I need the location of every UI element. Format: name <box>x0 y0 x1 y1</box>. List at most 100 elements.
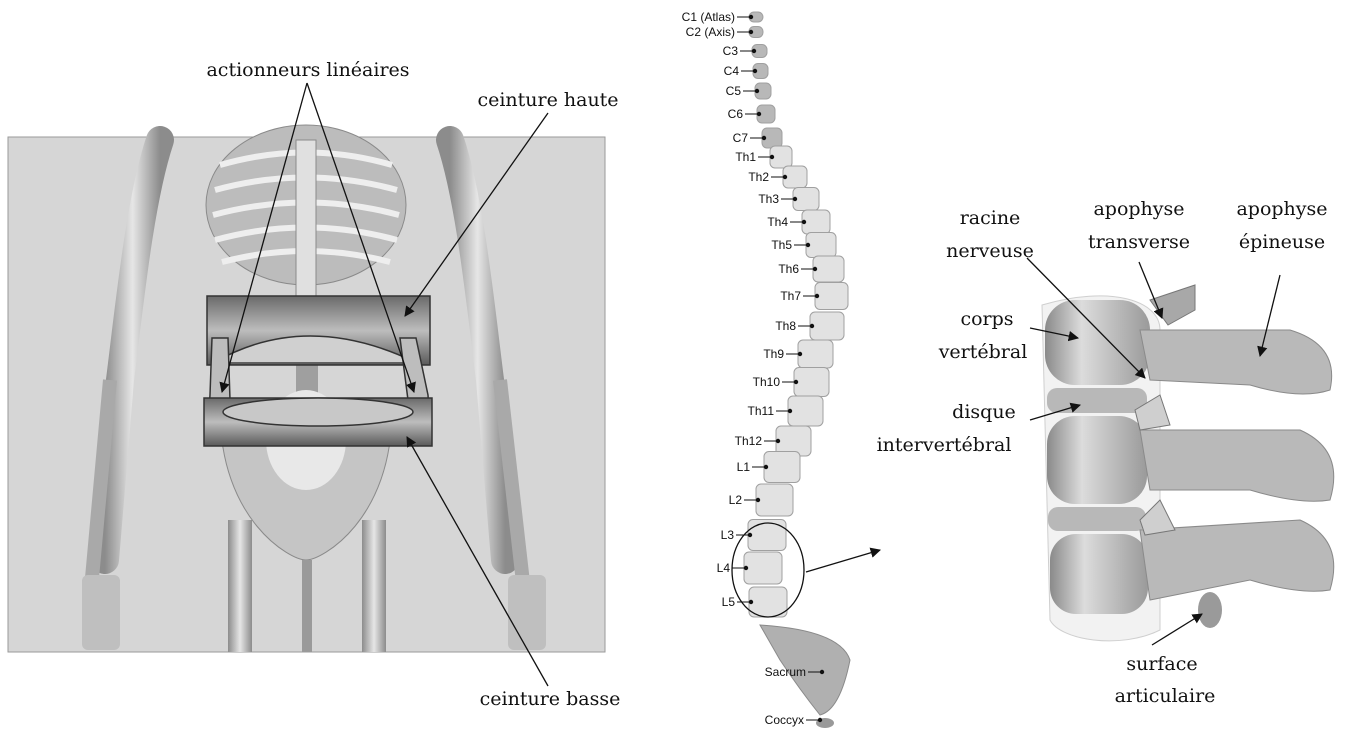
vertebra-label-th12: Th12 <box>735 434 763 448</box>
vertebra-pointer-dot <box>748 533 752 537</box>
vertebra-shape <box>788 396 823 426</box>
articular-surface <box>1198 592 1222 628</box>
vertebra-label-th2: Th2 <box>748 170 769 184</box>
vertebra-label-th5: Th5 <box>771 238 792 252</box>
vertebra-pointer-dot <box>820 670 824 674</box>
vertebra-pointer-dot <box>788 409 792 413</box>
vertebra-pointer-dot <box>802 220 806 224</box>
svg-text:corps: corps <box>960 308 1013 330</box>
vertebra-label-c7: C7 <box>733 131 749 145</box>
label-upper-belt: ceinture haute <box>477 89 618 111</box>
svg-text:disque: disque <box>952 401 1016 423</box>
vertebra-label-c3: C3 <box>723 44 739 58</box>
left-femur <box>228 520 252 652</box>
vertebral-body-top <box>1045 300 1150 385</box>
vertebra-label-th4: Th4 <box>767 215 788 229</box>
vertebra-pointer-dot <box>755 89 759 93</box>
vertebra-pointer-dot <box>752 49 756 53</box>
vertebra-shape <box>764 452 800 483</box>
vertebra-label-th10: Th10 <box>753 375 781 389</box>
spinous-process-top <box>1140 330 1332 394</box>
vertebra-label-th11: Th11 <box>748 404 775 418</box>
label-nerve-root: racine nerveuse <box>946 207 1034 262</box>
svg-text:vertébral: vertébral <box>938 341 1028 363</box>
vertebral-body-middle <box>1047 416 1147 504</box>
vertebra-label-l5: L5 <box>722 595 736 609</box>
left-hand <box>82 575 120 650</box>
vertebra-pointer-dot <box>749 30 753 34</box>
vertebra-pointer-dot <box>756 498 760 502</box>
vertebra-shape <box>806 233 836 258</box>
stand-pole <box>302 560 312 652</box>
vertebra-pointer-dot <box>749 600 753 604</box>
right-hand <box>508 575 546 650</box>
vertebra-label-c6: C6 <box>728 107 744 121</box>
vertebra-pointer-dot <box>783 175 787 179</box>
vertebra-shape <box>813 256 844 282</box>
label-actuators: actionneurs linéaires <box>206 59 409 81</box>
vertebra-pointer-dot <box>770 155 774 159</box>
svg-text:articulaire: articulaire <box>1115 685 1216 707</box>
vertebral-body-bottom <box>1050 534 1148 614</box>
vertebra-label-l1: L1 <box>737 460 751 474</box>
vertebra-shape <box>794 368 829 397</box>
vertebra-label-th3: Th3 <box>758 192 779 206</box>
svg-text:transverse: transverse <box>1088 231 1190 253</box>
vertebra-pointer-dot <box>757 112 761 116</box>
vertebra-pointer-dot <box>753 69 757 73</box>
label-articular-surface: surface articulaire <box>1115 653 1216 707</box>
svg-text:épineuse: épineuse <box>1239 231 1325 253</box>
svg-text:surface: surface <box>1126 653 1197 675</box>
vertebra-pointer-dot <box>764 465 768 469</box>
vertebra-pointer-dot <box>798 352 802 356</box>
svg-text:apophyse: apophyse <box>1093 198 1184 220</box>
spine-column <box>732 12 850 728</box>
vertebra-label-c5: C5 <box>726 84 742 98</box>
vertebra-shape <box>810 312 844 340</box>
vertebra-pointer-dot <box>794 380 798 384</box>
vertebra-detail-illustration <box>1042 285 1334 641</box>
disc-top <box>1047 388 1147 413</box>
vertebra-label-th6: Th6 <box>778 262 799 276</box>
vertebra-label-coccyx: Coccyx <box>765 713 804 727</box>
vertebra-label-c1: C1 (Atlas) <box>682 10 735 24</box>
vertebra-label-c2: C2 (Axis) <box>686 25 735 39</box>
vertebra-shape <box>815 283 848 310</box>
vertebra-label-th7: Th7 <box>780 289 801 303</box>
label-transverse-process: apophyse transverse <box>1088 198 1190 253</box>
pointer-to-detail <box>806 550 880 572</box>
vertebra-pointer-dot <box>793 197 797 201</box>
vertebra-pointer-dot <box>815 294 819 298</box>
disc-bottom <box>1048 507 1146 531</box>
vertebra-shape <box>798 340 833 368</box>
vertebra-pointer-dot <box>810 324 814 328</box>
svg-text:intervertébral: intervertébral <box>877 434 1012 456</box>
vertebra-pointer-dot <box>818 718 822 722</box>
vertebra-label-th9: Th9 <box>763 347 784 361</box>
vertebra-shape <box>744 552 782 584</box>
vertebra-label-th1: Th1 <box>735 150 756 164</box>
vertebra-shape <box>756 484 793 516</box>
svg-text:nerveuse: nerveuse <box>946 240 1034 262</box>
vertebra-label-l2: L2 <box>729 493 743 507</box>
vertebra-label-sacrum: Sacrum <box>765 665 806 679</box>
vertebra-pointer-dot <box>813 267 817 271</box>
spinous-process-middle <box>1140 430 1334 501</box>
vertebra-shape <box>802 210 830 234</box>
exoskeleton-illustration <box>8 125 605 652</box>
vertebra-label-l3: L3 <box>721 528 735 542</box>
vertebra-shape <box>748 520 786 551</box>
vertebra-label-c4: C4 <box>724 64 740 78</box>
right-femur <box>362 520 386 652</box>
vertebra-pointer-dot <box>806 243 810 247</box>
svg-text:racine: racine <box>960 207 1021 229</box>
spinous-process-bottom <box>1140 520 1334 600</box>
spine-labels: C1 (Atlas) C2 (Axis) C3 C4 C5 C6 C7 Th1 … <box>682 10 806 727</box>
vertebra-pointer-dot <box>776 439 780 443</box>
vertebra-shape <box>749 587 787 617</box>
vertebra-label-l4: L4 <box>717 561 731 575</box>
label-spinous-process: apophyse épineuse <box>1236 198 1327 253</box>
vertebra-label-th8: Th8 <box>775 319 796 333</box>
label-vertebral-body: corps vertébral <box>938 308 1028 363</box>
